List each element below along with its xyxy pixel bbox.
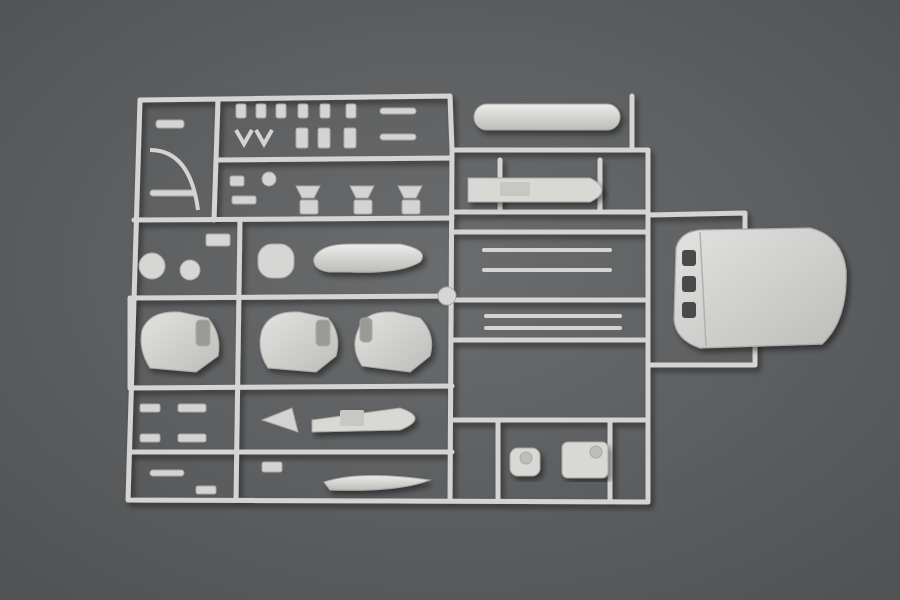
rod-parts bbox=[482, 248, 622, 330]
large-turret-housing bbox=[673, 227, 847, 349]
turret-parts bbox=[140, 311, 433, 373]
cylinder-parts bbox=[509, 441, 609, 479]
cleat-parts bbox=[295, 185, 423, 215]
sprue-frame bbox=[125, 93, 758, 505]
hull-pieces bbox=[311, 103, 621, 491]
small-parts-lower bbox=[139, 403, 299, 495]
small-parts-top bbox=[149, 103, 417, 211]
disc-parts bbox=[138, 233, 457, 306]
